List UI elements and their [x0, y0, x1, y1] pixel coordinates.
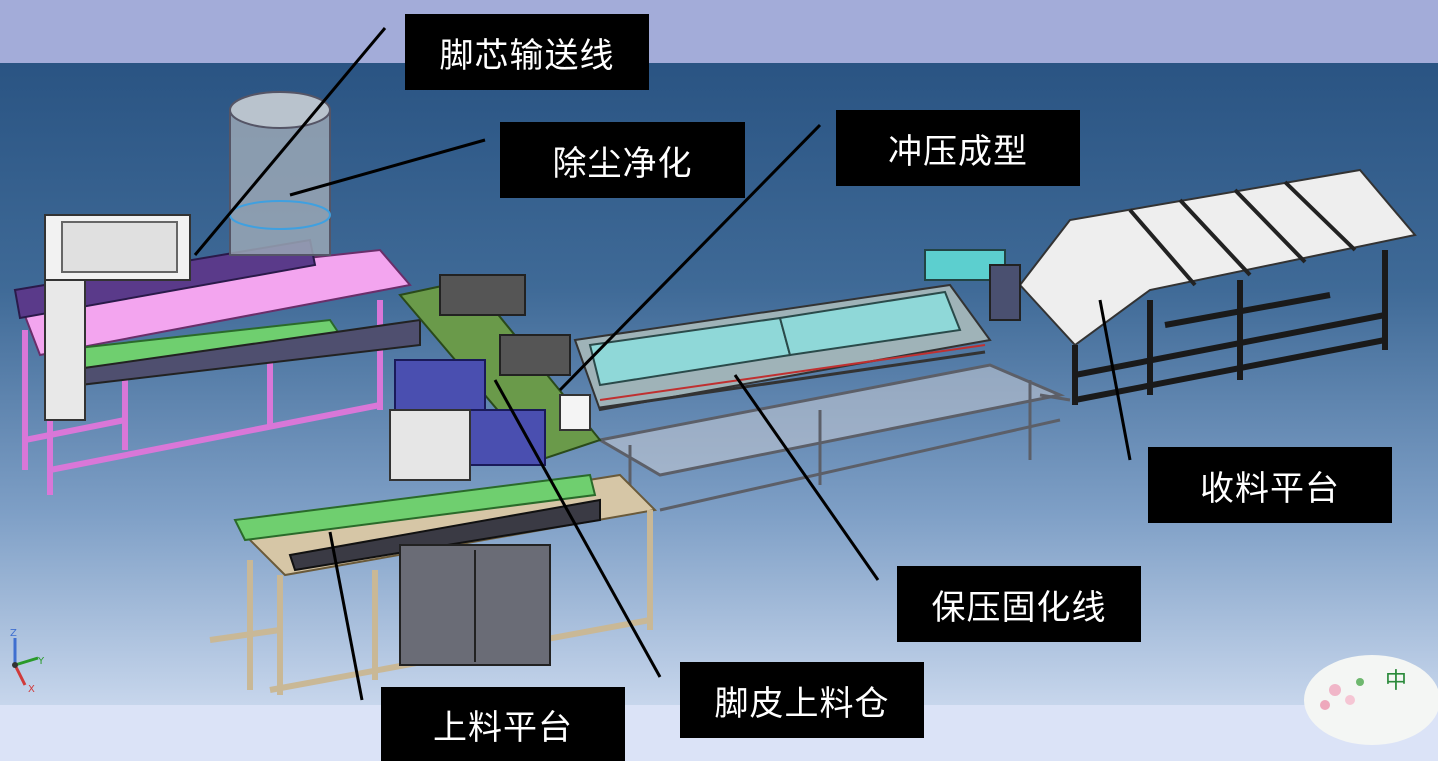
label-loading-platform: 上料平台	[381, 687, 625, 761]
flower-logo	[1304, 655, 1438, 745]
core-conveyor-machine	[13, 214, 421, 495]
label-core-conveyor: 脚芯输送线	[405, 14, 649, 90]
axis-z-label: Z	[10, 628, 17, 639]
label-dust-removal: 除尘净化	[500, 122, 745, 198]
label-pressure-curing: 保压固化线	[897, 566, 1141, 642]
collection-platform-machine	[1018, 168, 1417, 405]
stamping-unit	[389, 274, 602, 481]
xyz-axis-icon	[12, 638, 39, 686]
logo-character: 中	[1385, 669, 1407, 694]
dust-removal-cylinder	[229, 91, 331, 256]
axis-x-label: X	[28, 684, 35, 695]
label-stamping: 冲压成型	[836, 110, 1080, 186]
axis-y-label: Y	[37, 656, 45, 667]
label-collection-platform: 收料平台	[1148, 447, 1392, 523]
loading-platform-machine	[209, 473, 658, 695]
label-skin-hopper: 脚皮上料仓	[680, 662, 924, 738]
